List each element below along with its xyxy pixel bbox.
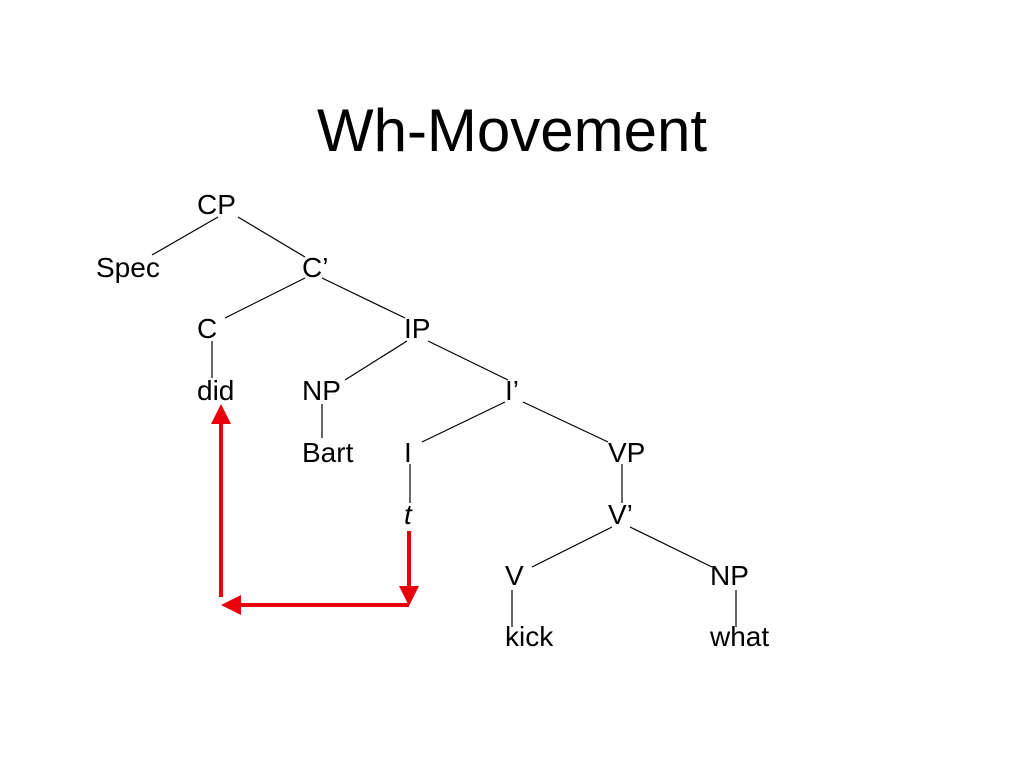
branch-cbar-ip (321, 277, 406, 319)
node-v-bar: V’ (608, 499, 633, 530)
branch-cp-cbar (237, 216, 306, 258)
node-ip: IP (404, 313, 431, 344)
node-cp: CP (197, 189, 236, 220)
branch-vbar-np (629, 526, 713, 568)
node-kick: kick (505, 621, 554, 652)
branch-ibar-i (421, 401, 506, 443)
node-bart: Bart (302, 437, 354, 468)
node-did: did (197, 375, 235, 406)
node-i-bar: I’ (505, 375, 519, 406)
node-v: V (505, 560, 524, 591)
branch-ibar-vp (522, 401, 609, 443)
node-c: C (197, 313, 218, 344)
node-np-object: NP (710, 560, 749, 591)
node-trace: t (404, 499, 412, 530)
branch-ip-np (344, 340, 408, 381)
node-c-bar: C’ (302, 252, 329, 283)
slide-title: Wh-Movement (316, 97, 708, 164)
branch-cbar-c (224, 277, 306, 319)
node-vp: VP (608, 437, 646, 468)
branch-vbar-v (531, 526, 613, 568)
branch-cp-spec (151, 216, 219, 256)
node-what: what (710, 621, 770, 652)
node-np-subject: NP (302, 375, 341, 406)
node-i: I (404, 437, 412, 468)
branch-ip-ibar (427, 340, 509, 381)
node-spec: Spec (96, 252, 160, 283)
